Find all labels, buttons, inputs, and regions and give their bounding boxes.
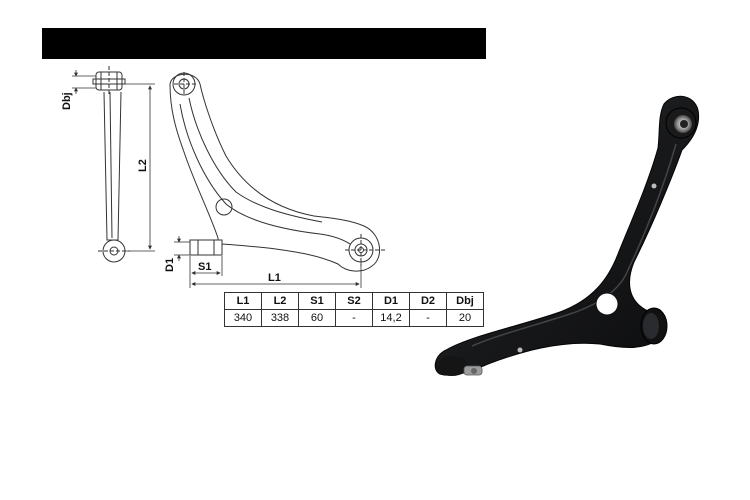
front-bushing bbox=[665, 107, 697, 139]
s1-dimension bbox=[189, 256, 223, 288]
d1-dimension bbox=[174, 236, 190, 261]
d1-label: D1 bbox=[164, 258, 176, 272]
value-d1: 14,2 bbox=[372, 309, 410, 327]
spec-table: L1 L2 S1 S2 D1 D2 Dbj 340 338 60 - 14,2 … bbox=[224, 292, 484, 327]
header-bar bbox=[42, 28, 486, 59]
value-dbj: 20 bbox=[446, 309, 484, 327]
side-view bbox=[92, 66, 130, 263]
header-l2: L2 bbox=[261, 292, 299, 310]
l1-dimension bbox=[191, 262, 362, 288]
value-d2: - bbox=[409, 309, 447, 327]
dbj-dimension bbox=[72, 70, 96, 94]
l2-dimension bbox=[124, 83, 155, 252]
l1-label: L1 bbox=[268, 272, 281, 284]
ball-joint bbox=[436, 356, 483, 376]
arm-body bbox=[434, 95, 700, 376]
rear-bushing bbox=[640, 307, 668, 345]
dbj-label: Dbj bbox=[61, 92, 73, 110]
s1-label: S1 bbox=[198, 261, 211, 273]
value-l2: 338 bbox=[261, 309, 299, 327]
spec-table-header-row: L1 L2 S1 S2 D1 D2 Dbj bbox=[224, 292, 484, 310]
top-view bbox=[169, 72, 385, 272]
header-l1: L1 bbox=[224, 292, 262, 310]
spec-table-value-row: 340 338 60 - 14,2 - 20 bbox=[224, 309, 484, 327]
l2-label: L2 bbox=[137, 159, 149, 172]
